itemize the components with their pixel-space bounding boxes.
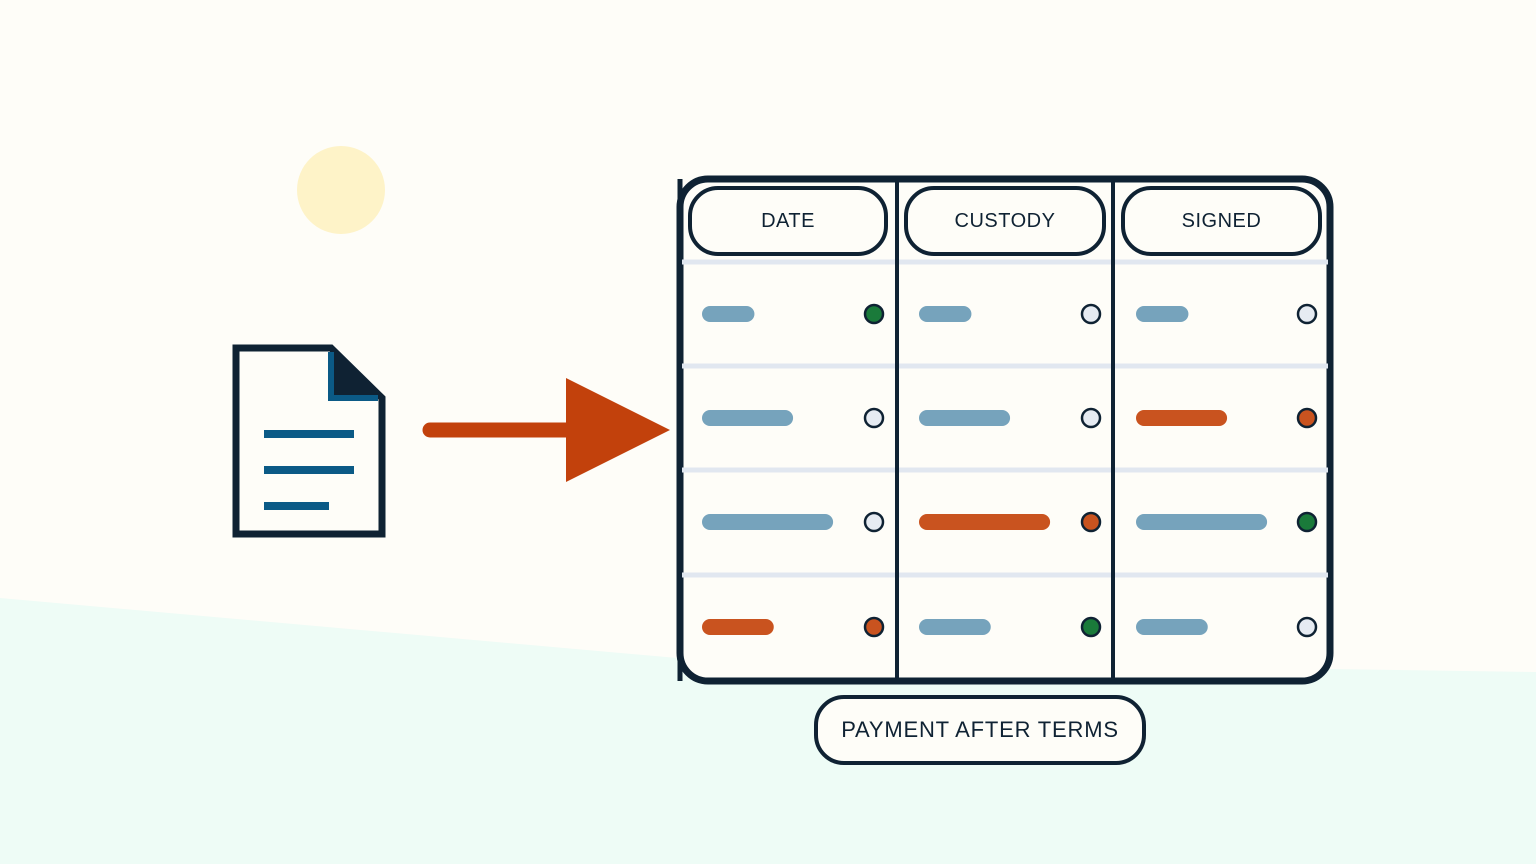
- column-header-date: DATE: [688, 186, 888, 256]
- ground-band: [0, 598, 1536, 864]
- status-dot-r1-c2: [1080, 303, 1102, 325]
- column-dividers: [895, 182, 1115, 678]
- status-dot-r3-c2: [1080, 511, 1102, 533]
- status-dot-r4-c3: [1296, 616, 1318, 638]
- status-dot-r1-c3: [1296, 303, 1318, 325]
- column-header-signed: SIGNED: [1121, 186, 1322, 256]
- status-dot-r4-c1: [863, 616, 885, 638]
- status-dot-r1-c1: [863, 303, 885, 325]
- sun-icon: [297, 146, 385, 234]
- document-icon: [232, 344, 386, 538]
- status-dot-r2-c3: [1296, 407, 1318, 429]
- status-dot-r2-c1: [863, 407, 885, 429]
- status-dot-r3-c1: [863, 511, 885, 533]
- table-cells: [702, 303, 1318, 638]
- status-dot-r3-c3: [1296, 511, 1318, 533]
- arrow-right-icon: [422, 378, 670, 482]
- column-header-custody: CUSTODY: [904, 186, 1106, 256]
- status-dot-r4-c2: [1080, 616, 1102, 638]
- status-dot-r2-c2: [1080, 407, 1102, 429]
- row-dividers: [682, 259, 1328, 578]
- payment-terms-label: PAYMENT AFTER TERMS: [814, 695, 1146, 765]
